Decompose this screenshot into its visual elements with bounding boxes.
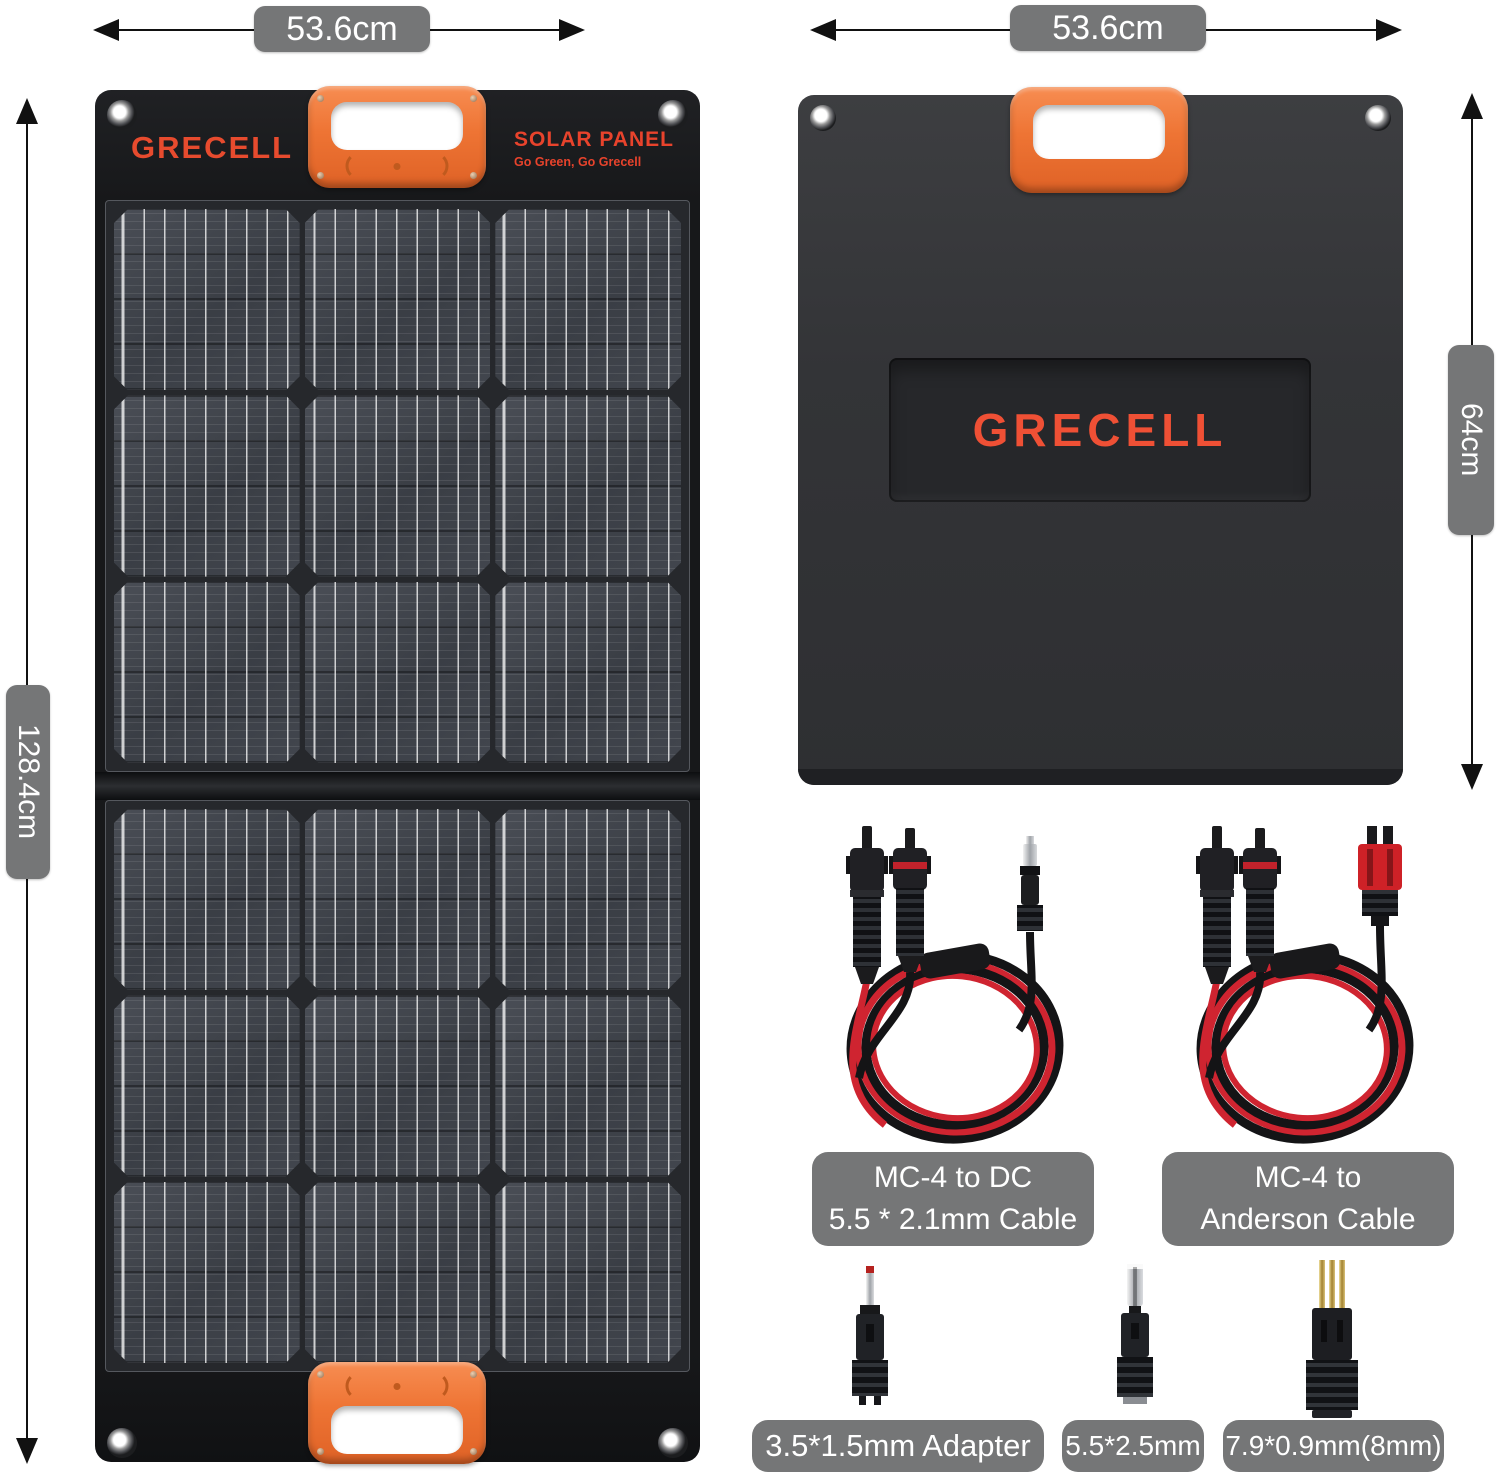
grommet-icon	[107, 1428, 137, 1458]
solar-cell-grid-top	[105, 200, 690, 772]
front-width-badge: 53.6cm	[254, 6, 430, 52]
solar-cell-block	[305, 995, 491, 1176]
handle-marks	[345, 152, 449, 180]
mc4-to-dc-cable-image	[846, 826, 1064, 1144]
screw-icon	[470, 95, 477, 102]
solar-cell-block	[114, 809, 300, 990]
screw-icon	[470, 1371, 477, 1378]
solar-cell-block	[114, 582, 300, 763]
screw-icon	[317, 1448, 324, 1455]
back-height-value: 64cm	[1455, 403, 1488, 477]
carry-handle-bottom	[308, 1362, 486, 1464]
adapter-label-5.5x2.5: 5.5*2.5mm	[1062, 1420, 1204, 1472]
front-height-value: 128.4cm	[12, 724, 45, 840]
front-width-value: 53.6cm	[286, 9, 398, 48]
mc4-connector-icon	[846, 826, 888, 984]
solar-cell-block	[114, 209, 300, 390]
dc-plug-icon	[1017, 836, 1043, 931]
screw-icon	[317, 95, 324, 102]
fold-seam	[95, 772, 700, 800]
carry-handle-top	[308, 86, 486, 188]
back-width-value: 53.6cm	[1052, 8, 1164, 47]
solar-cell-grid-bottom	[105, 800, 690, 1372]
solar-cell-block	[305, 582, 491, 763]
grommet-icon	[658, 1428, 688, 1458]
handle-slot	[331, 1406, 463, 1454]
solar-cell-block	[495, 395, 681, 576]
handle-slot	[1033, 105, 1165, 159]
adapter-label-3.5x1.5: 3.5*1.5mm Adapter	[752, 1420, 1044, 1472]
back-bottom-edge	[798, 769, 1403, 785]
cable-wrap	[1269, 943, 1341, 979]
screw-icon	[470, 172, 477, 179]
adapter-7.9x0.9-icon	[1306, 1260, 1358, 1418]
mc4-connector-icon	[889, 828, 931, 972]
back-height-badge: 64cm	[1448, 345, 1494, 535]
adapter-5.5x2.5-icon	[1117, 1264, 1153, 1404]
cable-wrap	[919, 943, 991, 979]
solar-cell-block	[114, 995, 300, 1176]
adapter-label-7.9x0.9: 7.9*0.9mm(8mm)	[1223, 1420, 1444, 1472]
product-tagline: Go Green, Go Grecell	[514, 155, 642, 169]
mc4-to-anderson-cable-image	[1196, 826, 1414, 1144]
handle-slot	[331, 102, 463, 150]
front-height-badge: 128.4cm	[6, 685, 50, 879]
adapter-3.5x1.5-icon	[852, 1266, 888, 1405]
grommet-icon	[1365, 105, 1391, 131]
anderson-connector-icon	[1358, 826, 1402, 926]
solar-cell-block	[305, 809, 491, 990]
grommet-icon	[658, 100, 688, 130]
solar-cell-block	[495, 1182, 681, 1363]
screw-icon	[470, 1448, 477, 1455]
product-title: SOLAR PANEL	[514, 128, 674, 151]
solar-cell-block	[114, 395, 300, 576]
screw-icon	[317, 172, 324, 179]
mc4-connector-icon	[1239, 828, 1281, 972]
solar-cell-block	[114, 1182, 300, 1363]
solar-panel-back-view: GRECELL	[798, 87, 1403, 785]
front-title-block: SOLAR PANEL Go Green, Go Grecell	[514, 128, 674, 169]
solar-cell-block	[305, 395, 491, 576]
screw-icon	[317, 1371, 324, 1378]
solar-cell-block	[305, 209, 491, 390]
handle-marks	[345, 1372, 449, 1400]
back-width-badge: 53.6cm	[1010, 5, 1206, 51]
solar-panel-front-view: GRECELL SOLAR PANEL Go Green, Go Grecell	[95, 86, 700, 1464]
grommet-icon	[810, 105, 836, 131]
solar-cell-block	[495, 209, 681, 390]
carry-handle-back	[1010, 87, 1188, 193]
back-brand-logo: GRECELL	[972, 404, 1228, 456]
solar-cell-block	[495, 582, 681, 763]
mc4-connector-icon	[1196, 826, 1238, 984]
front-brand-logo: GRECELL	[131, 130, 294, 165]
grommet-icon	[107, 100, 137, 130]
solar-cell-block	[495, 809, 681, 990]
cable-label-mc4-dc: MC-4 to DC 5.5 * 2.1mm Cable	[812, 1152, 1094, 1246]
back-logo-patch: GRECELL	[889, 358, 1311, 502]
cable-label-mc4-anderson: MC-4 to Anderson Cable	[1162, 1152, 1454, 1246]
solar-cell-block	[305, 1182, 491, 1363]
dc-adapters-image	[852, 1260, 1358, 1418]
solar-cell-block	[495, 995, 681, 1176]
